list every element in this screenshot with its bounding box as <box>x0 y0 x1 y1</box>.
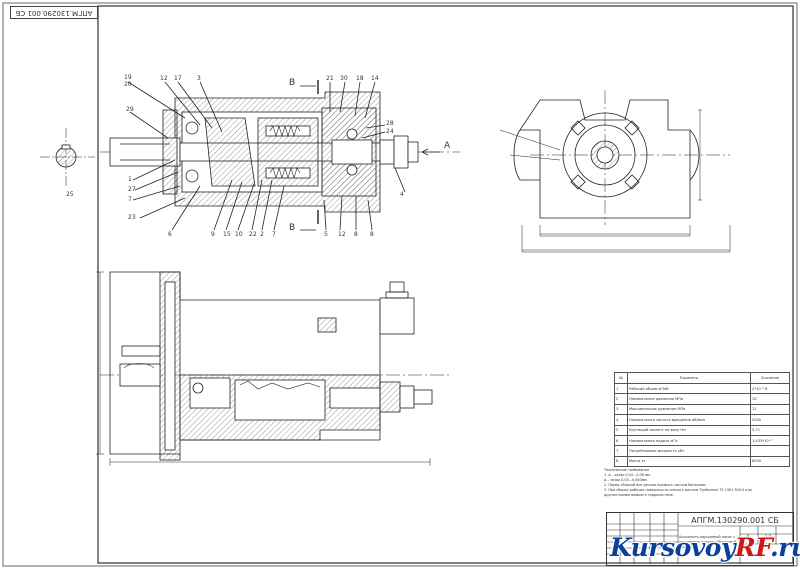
callout: 1 <box>128 176 132 183</box>
callout: 10 <box>235 231 243 238</box>
callout: 20 <box>124 81 132 88</box>
table-cell: 2000 <box>750 414 790 426</box>
rotated-drawing-code: АПГМ.130290.001 СБ <box>10 6 98 19</box>
callout: 30 <box>340 75 348 82</box>
title-block-code: АПГМ.130290.001 СБ <box>691 516 779 525</box>
table-cell: 5 <box>614 424 628 436</box>
title-block-title: Аксиально-поршневой насос с наклонным ди… <box>679 535 737 549</box>
section-view-bottom <box>96 271 450 466</box>
callout: 12 <box>160 75 168 82</box>
note-line: 1. ∆ – зазор 0,04...0,06 мм <box>604 473 650 477</box>
side-view-right <box>499 90 731 253</box>
table-cell: 4 <box>614 414 628 426</box>
callout: 27 <box>128 186 136 193</box>
table-cell: 2 <box>614 393 628 405</box>
table-cell: 5,71 <box>750 424 790 436</box>
section-letter-top: В <box>289 78 296 88</box>
callout: 29 <box>126 106 134 113</box>
callout: 15 <box>223 231 231 238</box>
section-letter-bottom: В <box>289 223 296 233</box>
table-cell: Номинальное давление МПа <box>627 393 751 405</box>
callout: 18 <box>356 75 364 82</box>
section-view-top <box>40 80 460 231</box>
table-cell: 1,433*10⁻⁴ <box>750 434 790 447</box>
title-block-grid <box>606 512 792 564</box>
watermark-logo: KursovoyRF.ru <box>610 533 800 562</box>
table-header: Значение <box>750 372 790 384</box>
inner-frame <box>97 5 794 564</box>
view-arrow-letter: А <box>444 141 451 151</box>
table-header: № <box>614 372 628 384</box>
table-cell <box>750 445 790 457</box>
note-line: другим применяемым в гидросистеме. <box>604 493 674 497</box>
title-block-sheet: У <box>747 534 750 539</box>
table-cell: Рабочий объем м³/об <box>627 382 751 395</box>
callout: 4 <box>400 191 404 198</box>
callout: 5 <box>324 231 328 238</box>
table-cell: 6000 <box>750 455 790 468</box>
table-cell: Крутящий момент на валу Нм <box>627 424 751 436</box>
watermark-accent: RF <box>735 533 771 562</box>
table-cell: 10 <box>750 393 790 405</box>
watermark-main: Kursovoy <box>610 533 736 562</box>
callout: 6 <box>168 231 172 238</box>
callout: 28 <box>386 120 394 127</box>
watermark-suffix: .ru <box>770 533 800 562</box>
table-cell: 12 <box>750 403 790 416</box>
table-cell: 1 <box>614 382 628 395</box>
callout: 17 <box>174 75 182 82</box>
callout: 22 <box>249 231 257 238</box>
table-cell: Максимальное давление МПа <box>627 403 751 416</box>
table-header: Параметр <box>627 372 751 384</box>
callout: 12 <box>338 231 346 238</box>
callout: 23 <box>128 214 136 221</box>
callout: 24 <box>386 128 394 135</box>
title-block: АПГМ.130290.001 СБ Аксиально-поршневой н… <box>606 512 794 566</box>
callout: 8 <box>370 231 374 238</box>
table-cell: 6 <box>614 434 628 447</box>
title-block-scale: 1:1 <box>765 534 772 539</box>
note-line: 2. Перед сборкой все детали промыть чист… <box>604 483 707 487</box>
callout: 8 <box>354 231 358 238</box>
callout: 19 <box>124 74 132 81</box>
note-line: Технические требования <box>604 468 649 472</box>
callout: 7 <box>128 196 132 203</box>
callout: 14 <box>371 75 379 82</box>
table-cell: Номинальная подача м³/с <box>627 434 751 447</box>
callout: 21 <box>326 75 334 82</box>
table-cell: 2*10⁻⁵·8 <box>750 382 790 395</box>
callout: 3 <box>197 75 201 82</box>
table-cell: 8 <box>614 455 628 468</box>
callout: 9 <box>211 231 215 238</box>
table-cell: 7 <box>614 445 628 457</box>
note-line: 3. При сборке рабочие поверхности смазат… <box>604 488 752 492</box>
table-cell: Потребляемая мощность кВт <box>627 445 751 457</box>
callout: 25 <box>66 191 74 198</box>
table-cell: Номинальная частота вращения об/мин <box>627 414 751 426</box>
note-line: ∆ – зазор 0,03...0,040мм <box>604 478 647 482</box>
callout: 2 <box>260 231 264 238</box>
table-cell: Масса кг <box>627 455 751 468</box>
table-cell: 3 <box>614 403 628 416</box>
callout: 7 <box>272 231 276 238</box>
